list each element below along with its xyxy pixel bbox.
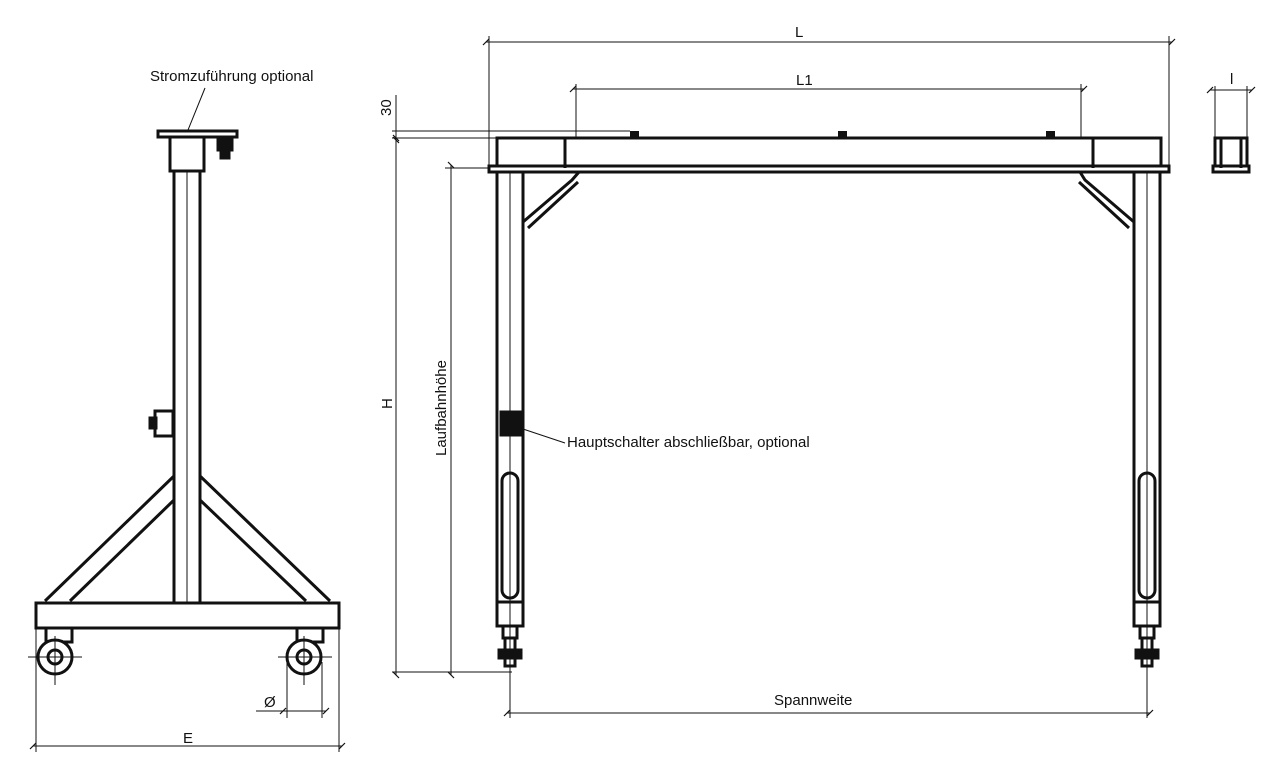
dim-label-H: H	[379, 398, 396, 409]
dim-label-30: 30	[378, 99, 395, 116]
beam-stops	[630, 131, 1055, 138]
main-switch-label: Hauptschalter abschließbar, optional	[567, 435, 810, 450]
side-head-block	[168, 135, 206, 173]
side-centerlines	[28, 636, 332, 685]
front-gussets	[522, 171, 1135, 230]
dim-label-runway-height: Laufbahnhöhe	[433, 360, 450, 456]
end-dimensions	[1206, 86, 1256, 138]
front-top-beam	[495, 136, 1163, 170]
caster-wheel-right	[285, 626, 325, 676]
front-dimensions	[392, 36, 1176, 717]
main-switch-main: Hauptschalter	[567, 434, 660, 451]
side-base-beam	[34, 601, 341, 630]
side-dimensions	[29, 87, 346, 752]
dim-label-span: Spannweite	[774, 692, 853, 709]
power-supply-main: Stromzuführung	[150, 68, 257, 85]
power-plug-icon	[216, 138, 234, 160]
power-supply-label: Stromzuführung optional	[150, 69, 313, 84]
front-centerlines	[509, 172, 1148, 718]
end-view	[1211, 136, 1251, 174]
side-view	[34, 129, 341, 676]
dim-label-L1: L1	[796, 72, 813, 89]
dim-label-L: L	[795, 24, 804, 41]
dim-label-E: E	[183, 730, 194, 747]
dim-label-diameter: Ø	[264, 694, 276, 711]
dim-label-l: l	[1230, 71, 1234, 88]
power-supply-suffix: optional	[256, 68, 314, 85]
front-view	[487, 131, 1171, 668]
side-switch-box	[153, 409, 175, 438]
main-switch-suffix: abschließbar, optional	[659, 434, 810, 451]
side-braces	[43, 474, 332, 603]
